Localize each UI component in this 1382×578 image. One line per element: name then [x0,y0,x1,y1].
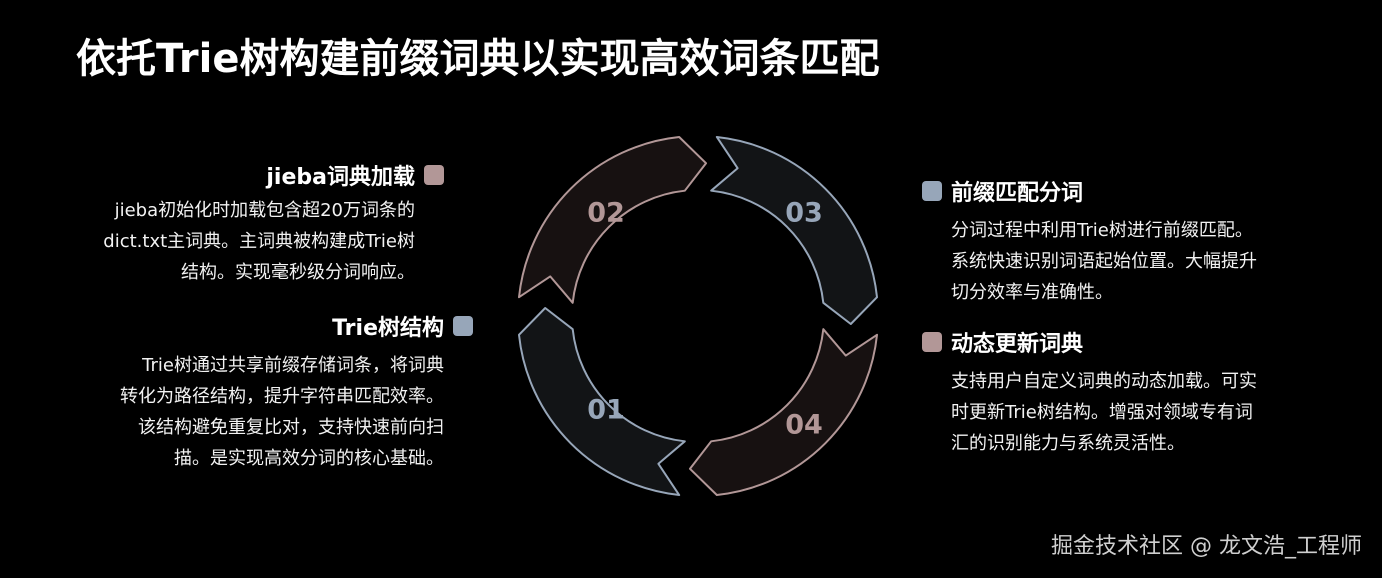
body-line: 该结构避免重复比对，支持快速前向扫 [138,417,444,438]
info-block-heading-row: 前缀匹配分词 [922,176,1257,206]
info-block-body: Trie树通过共享前缀存储词条，将词典 转化为路径结构，提升字符串匹配效率。 该… [120,350,444,474]
body-line: dict.txt主词典。主词典被构建成Trie树 [103,231,415,252]
cycle-diagram: 01 02 03 04 [517,135,879,497]
body-line: Trie树通过共享前缀存储词条，将词典 [142,355,444,376]
body-line: 支持用户自定义词典的动态加载。可实 [951,371,1257,392]
info-block-heading: Trie树结构 [332,316,444,341]
rose-square-icon [424,165,444,185]
info-block-trie-structure: Trie树结构 Trie树通过共享前缀存储词条，将词典 转化为路径结构，提升字符… [120,311,473,474]
info-block-heading-row: 动态更新词典 [922,327,1257,357]
slate-square-icon [922,181,942,201]
info-block-heading: 前缀匹配分词 [951,181,1084,206]
cycle-segment-label: 03 [785,198,823,229]
cycle-segment-label: 01 [587,395,625,426]
info-block-body: jieba初始化时加载包含超20万词条的 dict.txt主词典。主词典被构建成… [103,195,415,288]
info-block-prefix-matching: 前缀匹配分词 分词过程中利用Trie树进行前缀匹配。 系统快速识别词语起始位置。… [922,176,1257,308]
slate-square-icon [453,316,473,336]
info-block-heading-row: Trie树结构 [120,311,473,341]
info-block-heading: jieba词典加载 [266,165,415,190]
cycle-segment-02 [517,135,708,304]
body-line: jieba初始化时加载包含超20万词条的 [114,200,415,221]
body-line: 系统快速识别词语起始位置。大幅提升 [951,251,1257,272]
info-block-body: 分词过程中利用Trie树进行前缀匹配。 系统快速识别词语起始位置。大幅提升 切分… [951,215,1257,308]
body-line: 描。是实现高效分词的核心基础。 [174,448,444,469]
info-block-heading-row: jieba词典加载 [103,160,444,190]
info-block-dict-loading: jieba词典加载 jieba初始化时加载包含超20万词条的 dict.txt主… [103,160,444,288]
body-line: 分词过程中利用Trie树进行前缀匹配。 [951,220,1253,241]
body-line: 结构。实现毫秒级分词响应。 [181,262,415,283]
cycle-segment-label: 04 [785,410,823,441]
body-line: 时更新Trie树结构。增强对领域专有词 [951,402,1253,423]
body-line: 汇的识别能力与系统灵活性。 [951,433,1185,454]
watermark: 掘金技术社区 @ 龙文浩_工程师 [1051,534,1362,559]
cycle-segment-03 [710,135,879,326]
rose-square-icon [922,332,942,352]
cycle-segment-01 [517,306,686,497]
page-title: 依托Trie树构建前缀词典以实现高效词条匹配 [76,36,880,82]
info-block-dynamic-update: 动态更新词典 支持用户自定义词典的动态加载。可实 时更新Trie树结构。增强对领… [922,327,1257,459]
info-block-body: 支持用户自定义词典的动态加载。可实 时更新Trie树结构。增强对领域专有词 汇的… [951,366,1257,459]
body-line: 转化为路径结构，提升字符串匹配效率。 [120,386,444,407]
cycle-segment-04 [688,328,879,497]
body-line: 切分效率与准确性。 [951,282,1113,303]
info-block-heading: 动态更新词典 [951,332,1084,357]
cycle-segment-label: 02 [587,198,625,229]
